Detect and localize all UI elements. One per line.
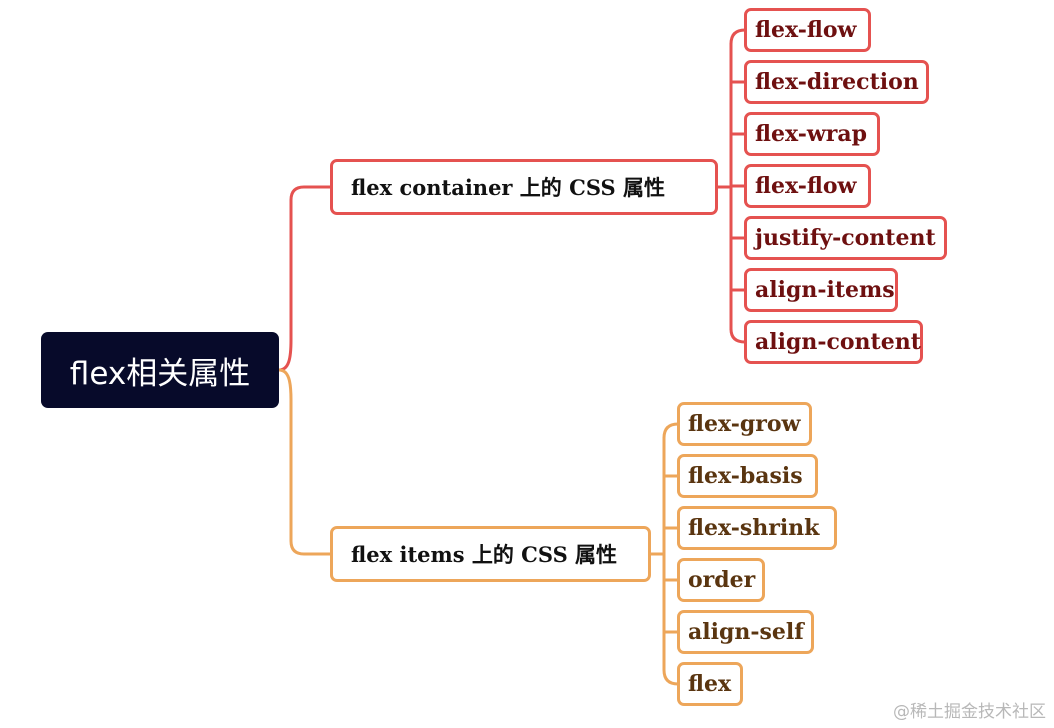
watermark: @稀土掘金技术社区 [893,702,1046,722]
leaf-label: align-self [688,619,804,645]
leaf-flex-flow[interactable]: flex-flow [744,8,871,52]
leaf-align-content[interactable]: align-content [744,320,923,364]
leaf-label: flex-direction [755,69,919,95]
leaf-flex-flow[interactable]: flex-flow [744,164,871,208]
leaf-label: align-content [755,329,921,355]
leaf-label: flex-basis [688,463,803,489]
connector-root-to-container [278,185,331,372]
leaf-flex-direction[interactable]: flex-direction [744,60,929,104]
leaf-label: align-items [755,277,895,303]
connector-align-content [729,328,746,344]
root-node[interactable]: flex相关属性 [41,332,279,408]
leaf-label: flex-wrap [755,121,868,147]
leaf-flex-grow[interactable]: flex-grow [677,402,812,446]
leaf-flex-wrap[interactable]: flex-wrap [744,112,880,156]
leaf-align-self[interactable]: align-self [677,610,814,654]
leaf-label: flex-flow [755,173,857,199]
connector-flex-flow-1 [729,28,746,45]
root-label: flex相关属性 [69,355,251,392]
leaf-order[interactable]: order [677,558,765,602]
branch-label: flex items 上的 CSS 属性 [351,542,618,567]
leaf-flex-shrink[interactable]: flex-shrink [677,506,837,550]
connector-container-spine [717,43,733,330]
leaf-label: justify-content [755,225,936,251]
leaf-label: flex [688,671,732,697]
branch-flex-container[interactable]: flex container 上的 CSS 属性 [330,159,718,215]
connector-flex [662,669,679,686]
connector-flex-grow [662,422,679,439]
branch-label: flex container 上的 CSS 属性 [351,175,666,200]
connector-items-spine [650,437,666,670]
leaf-label: flex-flow [755,17,857,43]
branch-flex-items[interactable]: flex items 上的 CSS 属性 [330,526,651,582]
leaf-justify-content[interactable]: justify-content [744,216,947,260]
leaf-label: order [688,567,756,593]
leaf-flex[interactable]: flex [677,662,743,706]
leaf-flex-basis[interactable]: flex-basis [677,454,818,498]
leaf-label: flex-grow [688,411,801,437]
leaf-label: flex-shrink [688,515,820,541]
connector-root-to-items [278,368,331,556]
leaf-align-items[interactable]: align-items [744,268,898,312]
